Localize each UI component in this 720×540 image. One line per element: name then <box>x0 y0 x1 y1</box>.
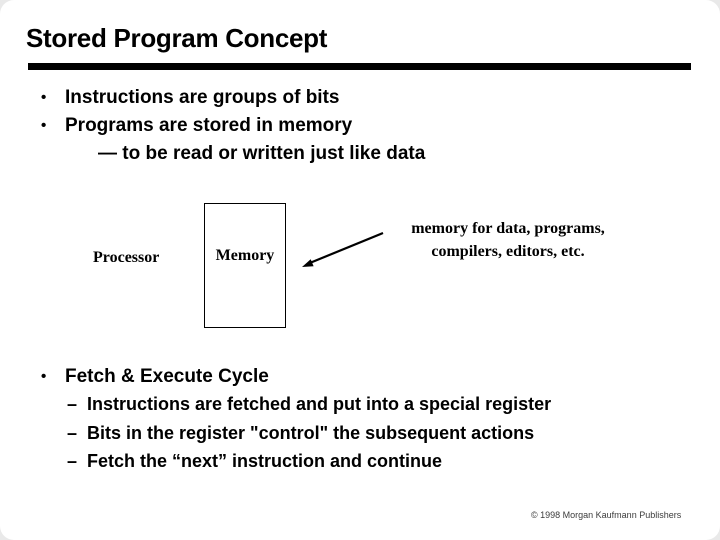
dash-icon: – <box>67 394 78 414</box>
list-item: – Bits in the register "control" the sub… <box>67 423 534 444</box>
bullet-text: Fetch & Execute Cycle <box>65 366 269 387</box>
bullet-icon: • <box>41 368 47 385</box>
annotation-arrow-icon <box>302 231 384 267</box>
slide-title: Stored Program Concept <box>26 23 328 53</box>
copyright-footer: © 1998 Morgan Kaufmann Publishers <box>531 510 682 520</box>
processor-label: Processor <box>93 249 160 266</box>
list-item: – Instructions are fetched and put into … <box>67 394 551 415</box>
bullet-text: Instructions are groups of bits <box>65 87 340 108</box>
dash-icon: – <box>67 423 78 443</box>
list-item: – Fetch the “next” instruction and conti… <box>67 451 442 472</box>
bullet-icon: • <box>41 117 47 134</box>
list-item: • Instructions are groups of bits <box>41 87 339 109</box>
annotation-line: memory for data, programs, <box>411 220 605 237</box>
sub-bullet-text: Bits in the register "control" the subse… <box>87 423 535 443</box>
title-rule <box>28 63 691 70</box>
memory-label: Memory <box>215 247 275 264</box>
bullet-icon: • <box>41 89 47 106</box>
bullet-text: Programs are stored in memory <box>65 115 353 136</box>
memory-box: Memory <box>204 203 286 328</box>
dash-icon: – <box>67 451 78 471</box>
annotation-line: compilers, editors, etc. <box>431 243 585 260</box>
sub-note: — to be read or written just like data <box>98 143 426 164</box>
list-item: • Programs are stored in memory <box>41 115 352 137</box>
sub-bullet-text: Fetch the “next” instruction and continu… <box>87 451 443 471</box>
list-item: • Fetch & Execute Cycle <box>41 366 269 388</box>
memory-annotation: memory for data, programs, compilers, ed… <box>388 217 628 263</box>
sub-bullet-text: Instructions are fetched and put into a … <box>87 394 552 414</box>
